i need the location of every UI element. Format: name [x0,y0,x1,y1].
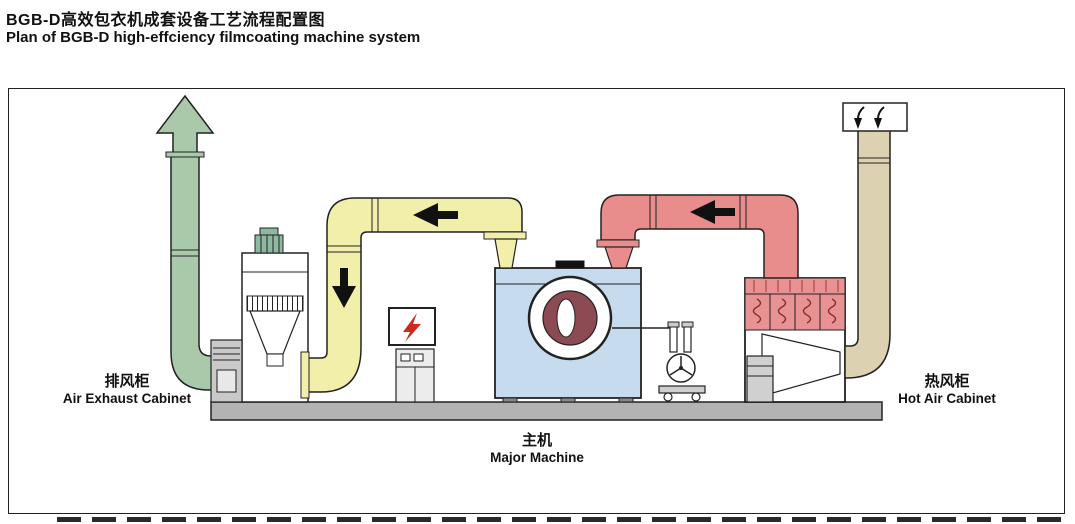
exhaust-motor-cap [259,227,279,236]
yellow-duct-flange-lines [327,198,379,253]
intake-arrow-down-icon [874,106,885,129]
label-hot-air-cabinet-en: Hot Air Cabinet [898,391,996,406]
title-english: Plan of BGB-D high-effciency filmcoating… [6,29,421,46]
yellow-duct-cabinet-flange [300,351,310,399]
hot-air-cabinet [744,277,846,403]
red-duct [596,194,799,279]
control-cabinet-window-right [413,353,424,362]
hot-cabinet-motor-box [746,355,774,403]
exhaust-motor-ribs [260,235,280,253]
louver-box-window [216,369,237,393]
label-major-machine-zh: 主机 [521,432,553,449]
heater-top-strip [744,277,846,295]
heater-dividers [769,294,821,330]
pump-tube-left [669,325,678,353]
machine-top-vent [555,260,585,269]
flow-arrow-left-icon [413,203,458,227]
pump-tube-cap-left [667,321,680,328]
pump-impeller-hub [679,366,683,370]
label-air-exhaust-cabinet-en: Air Exhaust Cabinet [62,391,192,406]
red-duct-flange-lines [649,195,747,229]
title-chinese: BGB-D高效包衣机成套设备工艺流程配置图 [6,12,325,29]
pump-base [658,385,706,394]
red-duct-machine-flange [596,239,640,248]
page-bottom-dashes [57,517,1067,522]
intake-hood [842,102,908,132]
control-panel [388,307,436,403]
intake-arrow-down-icon [854,106,865,129]
floor-platform [210,401,883,421]
pump-tube-cap-right [681,321,694,328]
diagram-frame [8,88,1065,514]
label-hot-air-cabinet-zh: 热风柜 [924,373,970,390]
hot-cabinet-motor-lines [747,365,773,377]
exhaust-motor-body [254,234,284,254]
machine-feet [502,397,634,403]
intake-duct-run [844,129,891,379]
lightning-bolt-icon [403,313,421,342]
red-duct-funnel [604,246,634,269]
flow-arrow-left-icon [690,200,735,224]
exhaust-duct-joint-lines [171,249,199,257]
label-air-exhaust-cabinet-zh: 排风柜 [104,373,150,390]
exhaust-up-arrow-icon [155,94,215,157]
cyclone-outlet [266,353,284,367]
drum-opening [556,298,576,338]
yellow-duct-funnel [494,238,518,269]
label-major-machine-en: Major Machine [490,450,584,465]
yellow-duct [300,197,527,399]
flow-arrow-down-icon [332,268,356,308]
filter-hatch-band [246,295,304,312]
yellow-duct-machine-flange [483,231,527,240]
pump-wheel-left [663,392,673,402]
heater-coil-icons [752,298,837,324]
louver-slats [213,347,240,361]
control-cabinet-window-left [400,353,411,362]
pump-wheel-right [691,392,701,402]
spray-pump-unit [658,321,706,402]
pump-tube-right [683,325,692,353]
intake-duct-flange-lines [858,157,890,164]
dust-outlet-box [210,339,243,403]
intake-duct [842,102,908,379]
heater-top-ticks [753,280,839,292]
exhaust-stack-flange [165,151,205,158]
air-exhaust-cabinet [241,227,309,403]
major-machine [494,260,672,403]
